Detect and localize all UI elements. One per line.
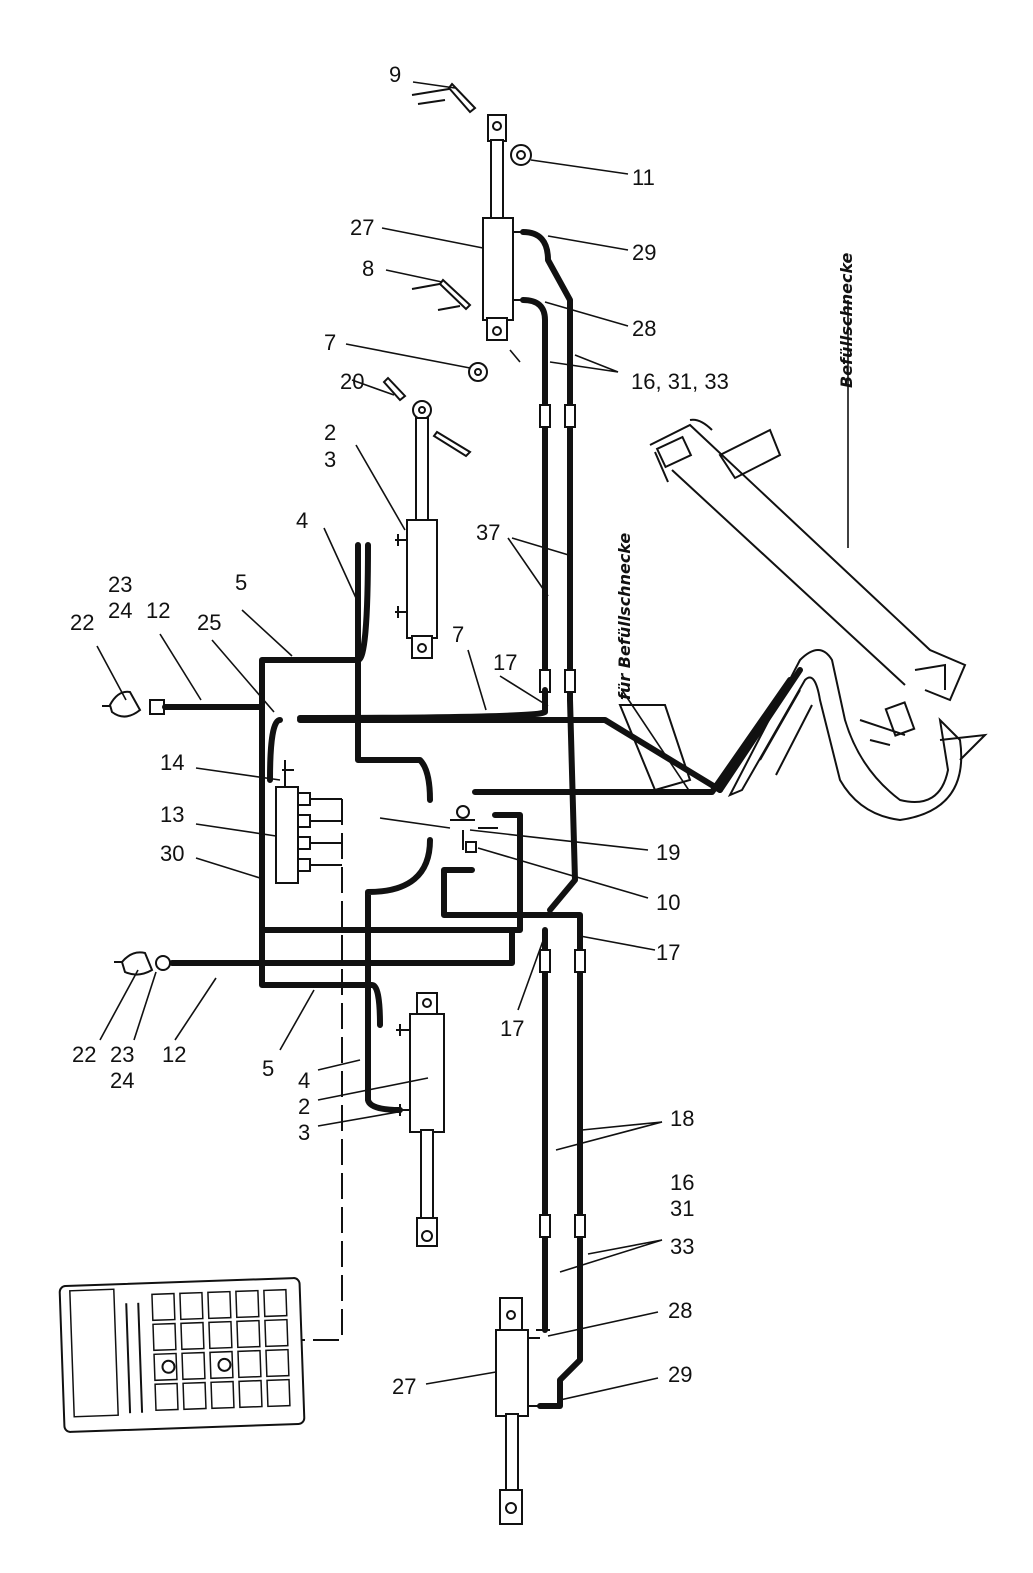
callout-13: 13 bbox=[160, 802, 184, 827]
callout-16-bottom: 16 bbox=[670, 1170, 694, 1195]
tractor-coupler-bottom bbox=[114, 927, 515, 976]
callout-37: 37 bbox=[476, 520, 500, 545]
callout-5-bottom: 5 bbox=[262, 1056, 274, 1081]
callout-22-top: 22 bbox=[70, 610, 94, 635]
control-cable-dashed bbox=[300, 799, 343, 1341]
callout-29-bottom: 29 bbox=[668, 1362, 692, 1387]
callout-17-top: 17 bbox=[493, 650, 517, 675]
callout-30: 30 bbox=[160, 841, 184, 866]
callout-3-bottom: 3 bbox=[298, 1120, 310, 1145]
callout-22-bottom: 22 bbox=[72, 1042, 96, 1067]
filling-auger-frame bbox=[618, 418, 988, 822]
callout-23-top: 23 bbox=[108, 572, 132, 597]
leader-lines bbox=[96, 81, 849, 1401]
callout-11: 11 bbox=[632, 165, 655, 190]
top-cylinder-27 bbox=[482, 114, 532, 341]
callout-18: 18 bbox=[670, 1106, 694, 1131]
valve-block-13 bbox=[275, 760, 342, 884]
callout-4-top: 4 bbox=[296, 508, 308, 533]
callout-28-top: 28 bbox=[632, 316, 656, 341]
callout-2-top: 2 bbox=[324, 420, 336, 445]
callout-12-top: 12 bbox=[146, 598, 170, 623]
callout-2-bottom: 2 bbox=[298, 1094, 310, 1119]
callout-4-bottom: 4 bbox=[298, 1068, 310, 1093]
callout-7-mid: 7 bbox=[452, 622, 464, 647]
fittings-19-10 bbox=[450, 805, 498, 853]
pin-part-8 bbox=[411, 278, 472, 311]
pin-part-9 bbox=[411, 82, 477, 114]
callout-9: 9 bbox=[389, 62, 401, 87]
callout-25: 25 bbox=[197, 610, 221, 635]
callout-12-bottom: 12 bbox=[162, 1042, 186, 1067]
lower-lift-cylinder bbox=[396, 992, 445, 1247]
callout-5-top: 5 bbox=[235, 570, 247, 595]
callout-labels: 9 11 27 29 8 28 7 16, 31, 33 20 2 3 4 37… bbox=[70, 62, 729, 1399]
callout-8: 8 bbox=[362, 256, 374, 281]
label-befuellschnecke: Befüllschnecke bbox=[837, 252, 856, 388]
control-terminal-keypad bbox=[58, 1277, 306, 1433]
callout-17-mid: 17 bbox=[500, 1016, 524, 1041]
callout-29-top: 29 bbox=[632, 240, 656, 265]
callout-33-bottom: 33 bbox=[670, 1234, 694, 1259]
callout-10: 10 bbox=[656, 890, 680, 915]
callout-7-top: 7 bbox=[324, 330, 336, 355]
label-fuer-befuellschnecke: für Befüllschnecke bbox=[615, 533, 634, 700]
hydraulic-hose-network bbox=[258, 542, 803, 1409]
callout-24-bottom: 24 bbox=[110, 1068, 134, 1093]
nut-part-7 bbox=[468, 362, 488, 382]
top-hoses-16-31-33 bbox=[520, 229, 576, 703]
callout-27-bottom: 27 bbox=[392, 1374, 416, 1399]
callout-3-top: 3 bbox=[324, 447, 336, 472]
upper-lift-cylinder bbox=[382, 376, 472, 659]
callout-24-top: 24 bbox=[108, 598, 132, 623]
callout-28-bottom: 28 bbox=[668, 1298, 692, 1323]
callout-19: 19 bbox=[656, 840, 680, 865]
callout-17-right: 17 bbox=[656, 940, 680, 965]
callout-14: 14 bbox=[160, 750, 184, 775]
bottom-cylinder-27 bbox=[495, 1297, 540, 1525]
callout-23-bottom: 23 bbox=[110, 1042, 134, 1067]
callout-27-top: 27 bbox=[350, 215, 374, 240]
callout-20: 20 bbox=[340, 369, 364, 394]
tractor-coupler-top bbox=[102, 690, 265, 718]
callout-16-31-33-top: 16, 31, 33 bbox=[631, 369, 729, 394]
callout-31-bottom: 31 bbox=[670, 1196, 694, 1221]
